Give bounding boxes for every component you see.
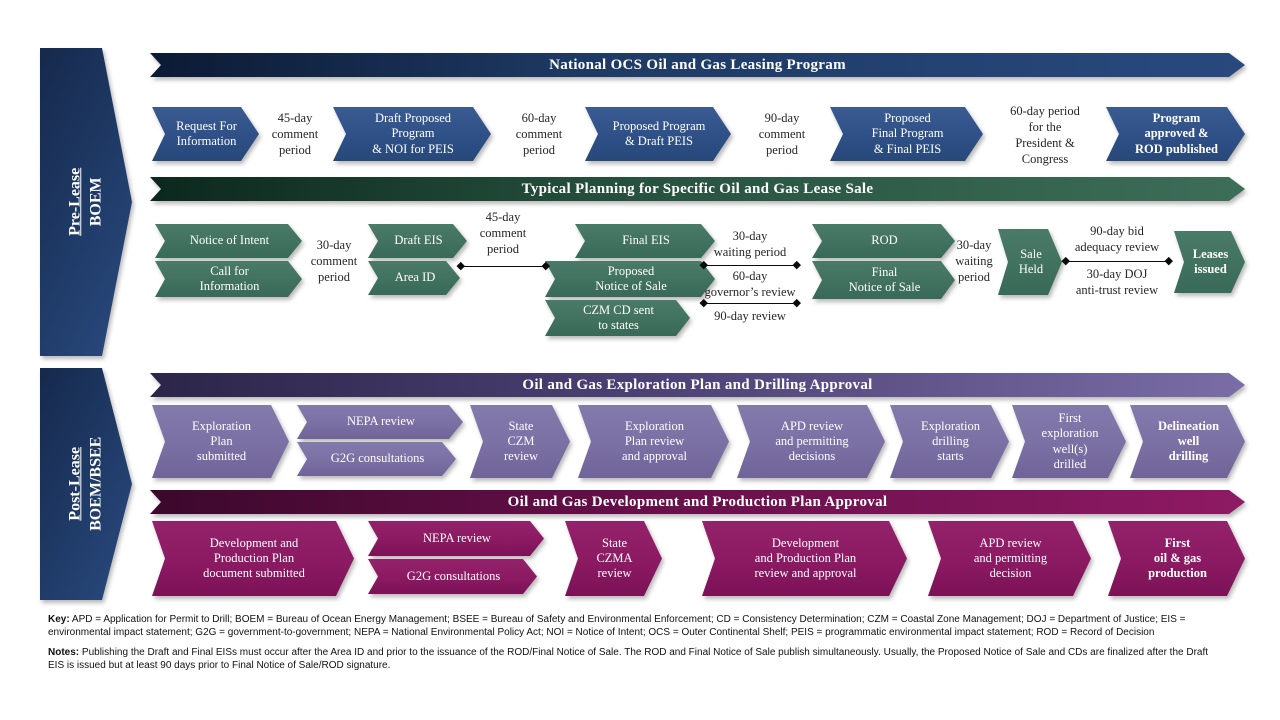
step-area-id: Area ID (368, 261, 460, 295)
step-leases-issued: Leases issued (1174, 231, 1245, 293)
connector-45-day (459, 266, 547, 267)
gap-30-day-comment: 30-day comment period (310, 238, 358, 284)
gap-60-day-comment: 60-day comment period (515, 111, 563, 157)
step-proposed-notice-of-sale: Proposed Notice of Sale (545, 261, 715, 297)
gap-30-day-waiting: 30-day waiting period (713, 229, 787, 259)
step-sale-held: Sale Held (998, 229, 1062, 295)
step-first-exploration-wells: First exploration well(s) drilled (1012, 405, 1126, 478)
step-state-czm-review: State CZM review (470, 405, 570, 478)
key-body: APD = Application for Permit to Drill; B… (48, 614, 1186, 639)
gap-30-day-doj: 30-day DOJ anti-trust review (1075, 267, 1159, 297)
gap-45-day-comment-sale: 45-day comment period (479, 210, 527, 256)
banner-development-label: Oil and Gas Development and Production P… (507, 493, 888, 510)
step-state-czma-review: State CZMA review (565, 521, 662, 596)
step-call-for-information: Call for Information (155, 261, 302, 297)
step-apd-review-decision: APD review and permitting decision (928, 521, 1091, 596)
notes-text: Notes: Publishing the Draft and Final EI… (48, 646, 1218, 672)
gap-60-day-president-congress: 60-day period for the President & Congre… (1010, 104, 1080, 166)
banner-lease-sale-planning: Typical Planning for Specific Oil and Ga… (150, 177, 1245, 201)
step-first-oil-gas-production: First oil & gas production (1108, 521, 1245, 596)
gap-90-day-review: 90-day review (714, 309, 786, 323)
step-exploration-plan-submitted: Exploration Plan submitted (152, 405, 289, 478)
step-nepa-review-development: NEPA review (368, 521, 544, 556)
banner-lease-sale-label: Typical Planning for Specific Oil and Ga… (521, 180, 874, 197)
connector-30-day-waiting (702, 265, 798, 266)
key-label: Key: (48, 614, 70, 625)
gap-60-day-governor: 60-day governor’s review (704, 269, 796, 299)
notes-body: Publishing the Draft and Final EISs must… (48, 647, 1209, 672)
step-draft-proposed-program: Draft Proposed Program & NOI for PEIS (333, 107, 491, 161)
step-notice-of-intent: Notice of Intent (155, 224, 302, 258)
step-final-notice-of-sale: Final Notice of Sale (812, 261, 955, 299)
step-g2g-consultations-development: G2G consultations (368, 559, 537, 594)
step-program-approved-rod: Program approved & ROD published (1106, 107, 1245, 161)
step-rod: ROD (812, 224, 955, 258)
connector-bid-review (1064, 261, 1170, 262)
step-czm-cd-sent: CZM CD sent to states (545, 300, 690, 336)
gap-90-day-bid: 90-day bid adequacy review (1074, 224, 1160, 254)
step-exploration-drilling-starts: Exploration drilling starts (890, 405, 1009, 478)
step-request-for-information: Request For Information (152, 107, 259, 161)
step-exploration-plan-review: Exploration Plan review and approval (578, 405, 729, 478)
banner-exploration-approval: Oil and Gas Exploration Plan and Drillin… (150, 373, 1245, 397)
banner-national-program-label: National OCS Oil and Gas Leasing Program (549, 56, 846, 73)
step-dpp-review-approval: Development and Production Plan review a… (702, 521, 907, 596)
banner-national-program: National OCS Oil and Gas Leasing Program (150, 53, 1245, 77)
step-g2g-consultations-exploration: G2G consultations (297, 442, 456, 476)
banner-development-approval: Oil and Gas Development and Production P… (150, 490, 1245, 514)
step-apd-review-decisions: APD review and permitting decisions (737, 405, 885, 478)
step-proposed-final-program: Proposed Final Program & Final PEIS (830, 107, 983, 161)
step-draft-eis: Draft EIS (368, 224, 467, 258)
banner-exploration-label: Oil and Gas Exploration Plan and Drillin… (522, 376, 873, 393)
connector-90-day-review (702, 303, 798, 304)
gap-30-day-waiting-b: 30-day waiting period (955, 238, 993, 284)
step-nepa-review-exploration: NEPA review (297, 405, 463, 439)
step-proposed-program-draft-peis: Proposed Program & Draft PEIS (585, 107, 731, 161)
step-delineation-well-drilling: Delineation well drilling (1130, 405, 1245, 478)
step-final-eis: Final EIS (575, 224, 715, 258)
step-dpp-document-submitted: Development and Production Plan document… (152, 521, 354, 596)
gap-45-day-comment: 45-day comment period (271, 111, 319, 157)
gap-90-day-comment: 90-day comment period (758, 111, 806, 157)
notes-label: Notes: (48, 647, 80, 658)
key-text: Key: APD = Application for Permit to Dri… (48, 613, 1240, 639)
